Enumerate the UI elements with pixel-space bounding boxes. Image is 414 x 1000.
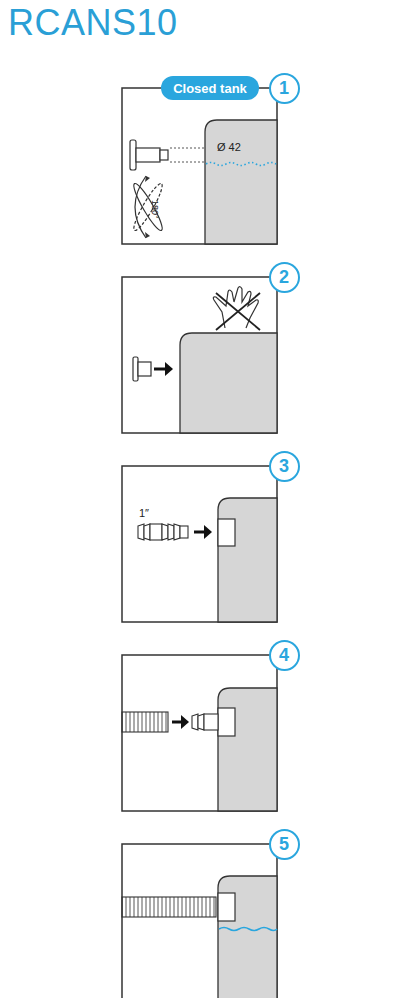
callout-number: 5 [279,834,289,855]
tank [218,876,277,998]
hose [122,712,168,732]
arrow-head [165,362,173,376]
step-number: 2 [269,262,300,293]
callout-number: 4 [279,645,289,666]
step-frame [122,466,277,622]
tank [218,498,277,622]
callout-number: 3 [279,456,289,477]
hose-adapter [138,524,188,540]
step-number: 5 [269,829,300,860]
water-level [219,928,277,931]
angle-label: 180° [150,200,160,219]
tank-fitting [218,893,235,921]
arrow-head [181,715,189,729]
callout-number: 2 [279,267,289,288]
arrow-head [145,176,150,238]
dimension-label: Ø 42 [217,141,241,153]
hose-adapter [192,714,218,730]
step-number: 1 [269,73,300,104]
tag-text: Closed tank [173,81,247,96]
tank-fitting [130,140,168,170]
hose [122,897,216,917]
step-frame [122,844,277,998]
tank [180,333,277,433]
arrow [154,368,166,371]
step-number: 3 [269,451,300,482]
callout-number: 1 [279,78,289,99]
tank [205,120,277,244]
step-tag: Closed tank [161,76,259,100]
guide-line [170,148,205,162]
size-label: 1″ [139,507,149,519]
title: RCANS10 [8,2,178,44]
step-frame [122,88,277,244]
water-level [206,163,276,166]
step-number: 4 [269,640,300,671]
arrow-head [204,525,212,539]
tank-fitting [218,519,235,546]
step-frame [122,655,277,811]
prohibition-cross [216,293,260,330]
arrow [172,721,182,724]
arrow [194,531,205,534]
tank [218,688,277,811]
step-frame [122,277,277,433]
tank-fitting [133,357,151,381]
tank-fitting [218,708,235,736]
rotation-indicator [130,176,166,238]
